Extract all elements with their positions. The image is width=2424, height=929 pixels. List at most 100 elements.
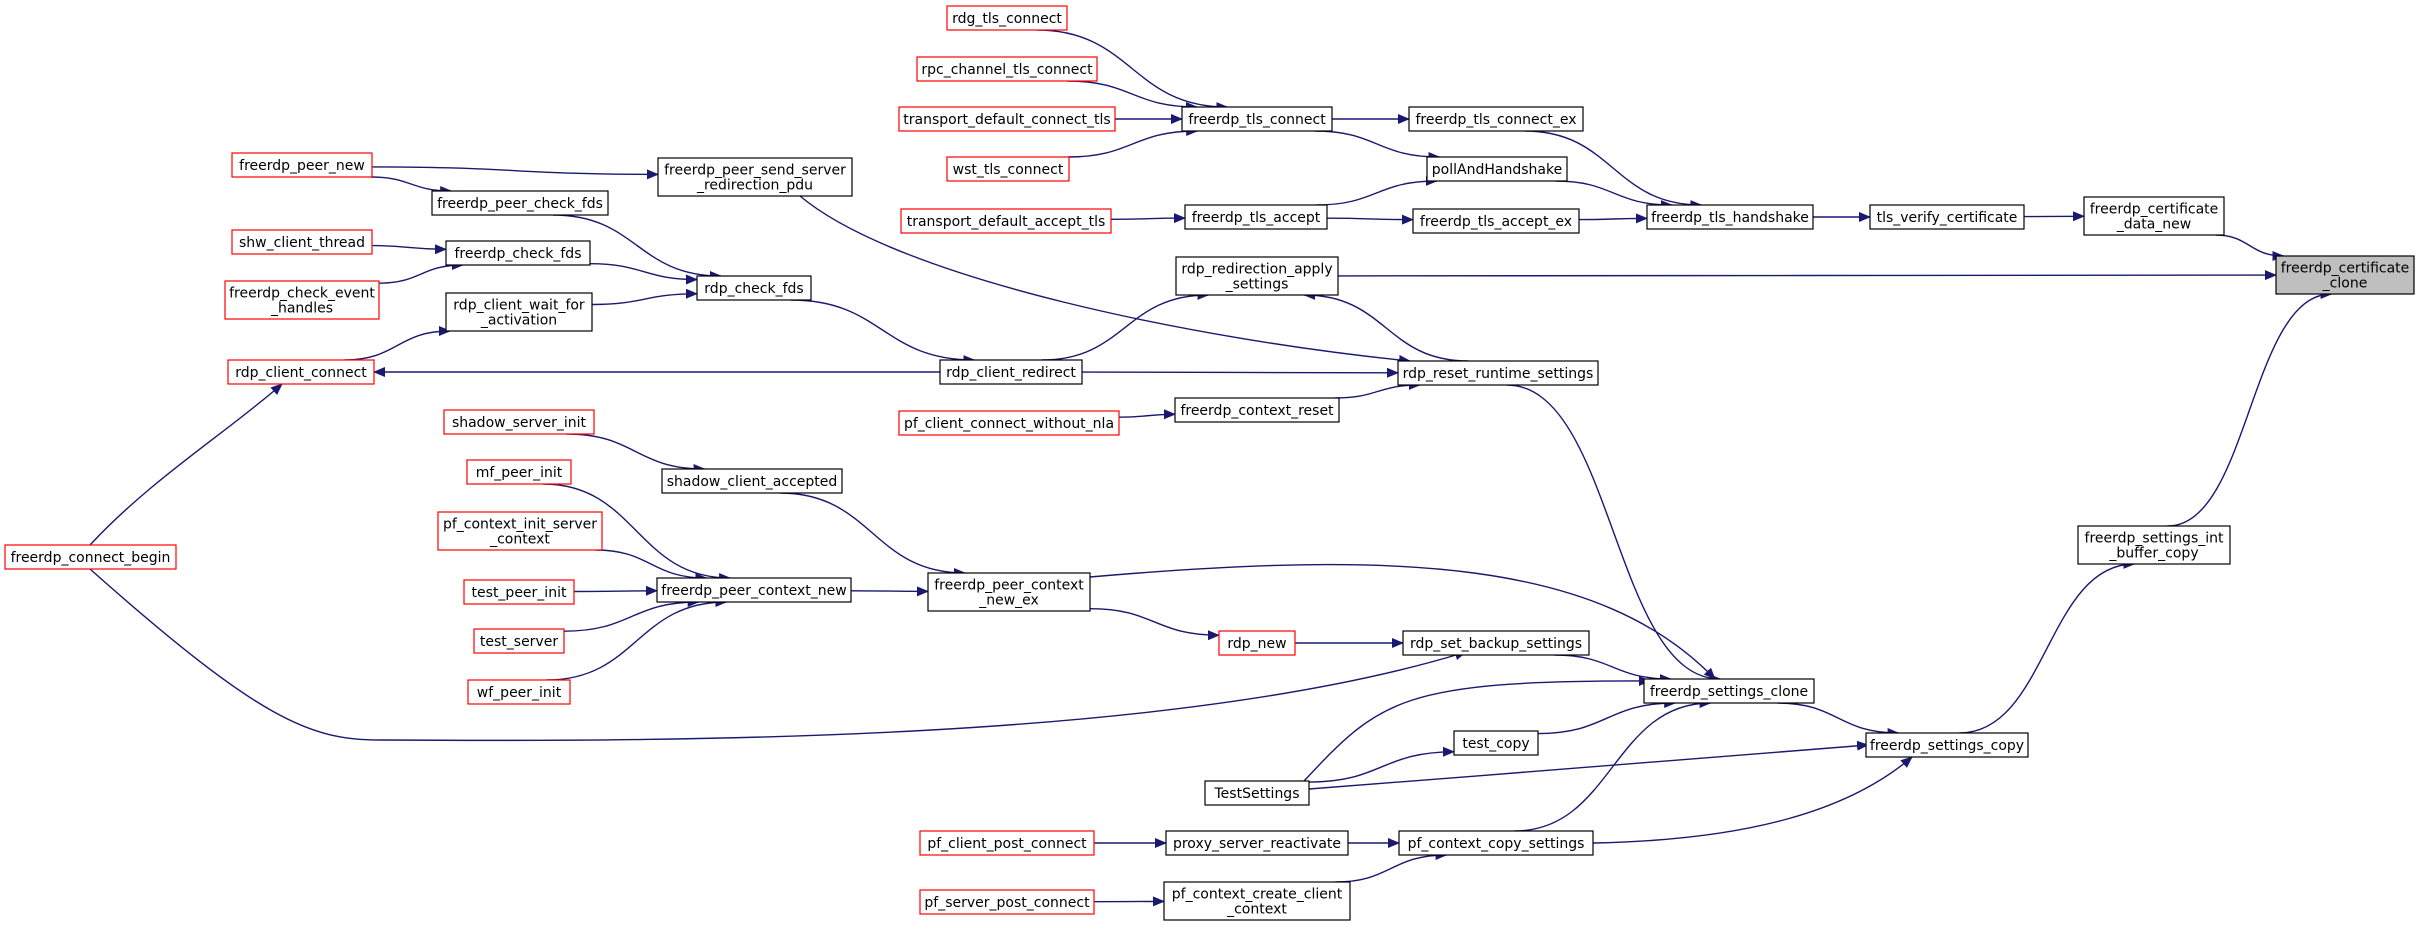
edge-arrow (1592, 756, 1913, 844)
node-box (939, 359, 1083, 385)
node-box (2083, 196, 2225, 236)
node-box (1869, 204, 2025, 230)
node-label: test_copy (1462, 736, 1529, 752)
node-box (1175, 256, 1339, 296)
edge-arrow (1303, 675, 1651, 782)
node-proxy-server-reactivate[interactable]: proxy_server_reactivate (1165, 830, 1349, 856)
node-rdp-redirection-apply-settings[interactable]: rdp_redirection_apply_settings (1175, 256, 1339, 296)
edge-pf-client-connect-without-nla-to-freerdp-context-reset (1118, 409, 1176, 420)
node-rdp-set-backup-settings[interactable]: rdp_set_backup_settings (1402, 630, 1590, 656)
node-freerdp-peer-context-new[interactable]: freerdp_peer_context_new (656, 577, 852, 603)
node-pf-context-create-client-context[interactable]: pf_context_create_client_context (1163, 881, 1351, 921)
node-rdp-check-fds[interactable]: rdp_check_fds (696, 275, 812, 301)
node-label: shw_client_thread (239, 235, 365, 251)
node-label: _clone (2322, 276, 2368, 292)
node-rdp-reset-runtime-settings[interactable]: rdp_reset_runtime_settings (1397, 360, 1599, 386)
node-label: freerdp_tls_handshake (1651, 210, 1809, 226)
edge-test-server-to-freerdp-peer-context-new (563, 597, 700, 632)
node-transport-default-accept-tls[interactable]: transport_default_accept_tls (900, 208, 1112, 234)
node-rdg-tls-connect[interactable]: rdg_tls_connect (946, 5, 1068, 31)
node-target[interactable]: freerdp_certificate_clone (2275, 255, 2415, 295)
node-cert-data-new[interactable]: freerdp_certificate_data_new (2083, 196, 2225, 236)
node-TestSettings[interactable]: TestSettings (1204, 780, 1310, 806)
node-label: _activation (480, 313, 557, 329)
node-shadow-server-init[interactable]: shadow_server_init (443, 409, 595, 435)
node-box (1181, 106, 1333, 132)
node-label: freerdp_check_fds (455, 246, 582, 262)
node-freerdp-check-event-handles[interactable]: freerdp_check_event_handles (224, 280, 380, 320)
node-rdp-client-connect[interactable]: rdp_client_connect (227, 359, 375, 385)
edge-freerdp-peer-context-new-to-freerdp-peer-context-new-ex (850, 586, 929, 597)
node-label: freerdp_settings_int (2085, 531, 2224, 547)
node-rdp-client-wait-for-activation[interactable]: rdp_client_wait_for_activation (445, 292, 593, 332)
node-label: freerdp_connect_begin (11, 550, 171, 566)
node-box (1646, 204, 1814, 230)
node-test-server[interactable]: test_server (473, 628, 565, 654)
node-mf-peer-init[interactable]: mf_peer_init (466, 459, 572, 485)
node-label: _redirection_pdu (696, 178, 813, 194)
node-freerdp-peer-context-new-ex[interactable]: freerdp_peer_context_new_ex (927, 572, 1091, 612)
node-label: freerdp_tls_connect (1188, 112, 1326, 128)
node-box (696, 275, 812, 301)
node-label: pf_context_init_server (443, 517, 597, 533)
edge-freerdp-peer-new-to-freerdp-peer-check-fds (370, 176, 453, 196)
node-box (473, 628, 565, 654)
edge-arrow (370, 176, 453, 196)
node-rdp-client-redirect[interactable]: rdp_client_redirect (939, 359, 1083, 385)
edge-arrow (2167, 289, 2333, 527)
node-freerdp-peer-check-fds[interactable]: freerdp_peer_check_fds (431, 190, 609, 216)
node-label: freerdp_check_event (229, 286, 375, 302)
node-transport-default-connect-tls[interactable]: transport_default_connect_tls (898, 106, 1116, 132)
node-freerdp-peer-send-server-redirection-pdu[interactable]: freerdp_peer_send_server_redirection_pdu (657, 157, 853, 197)
edge-rdp-reset-runtime-settings-to-freerdp-settings-clone (1506, 384, 1722, 684)
node-freerdp-tls-connect[interactable]: freerdp_tls_connect (1181, 106, 1333, 132)
edge-wst-tls-connect-to-freerdp-tls-connect (1067, 126, 1199, 158)
node-label: proxy_server_reactivate (1173, 836, 1341, 852)
node-pollAndHandshake[interactable]: pollAndHandshake (1426, 156, 1568, 182)
node-freerdp-tls-accept[interactable]: freerdp_tls_accept (1184, 204, 1328, 230)
node-freerdp-tls-handshake[interactable]: freerdp_tls_handshake (1646, 204, 1814, 230)
node-freerdp-connect-begin[interactable]: freerdp_connect_begin (4, 544, 177, 570)
node-freerdp-tls-connect-ex[interactable]: freerdp_tls_connect_ex (1408, 106, 1584, 132)
node-freerdp-settings-copy[interactable]: freerdp_settings_copy (1865, 732, 2029, 758)
node-box (443, 409, 595, 435)
node-test-copy[interactable]: test_copy (1453, 730, 1539, 756)
node-settings-int-buffer-copy[interactable]: freerdp_settings_int_buffer_copy (2077, 525, 2231, 565)
node-rpc-channel-tls-connect[interactable]: rpc_channel_tls_connect (916, 56, 1098, 82)
edge-freerdp-check-fds-to-rdp-check-fds (589, 263, 698, 285)
node-freerdp-tls-accept-ex[interactable]: freerdp_tls_accept_ex (1412, 208, 1580, 234)
node-test-peer-init[interactable]: test_peer_init (463, 579, 575, 605)
node-wst-tls-connect[interactable]: wst_tls_connect (946, 156, 1070, 182)
edge-freerdp-tls-accept-to-pollAndHandshake (1316, 176, 1438, 206)
node-pf-server-post-connect[interactable]: pf_server_post_connect (919, 889, 1095, 915)
node-shw-client-thread[interactable]: shw_client_thread (231, 229, 373, 255)
node-pf-client-post-connect[interactable]: pf_client_post_connect (919, 830, 1095, 856)
edge-arrow (1067, 126, 1199, 158)
node-freerdp-context-reset[interactable]: freerdp_context_reset (1174, 397, 1340, 423)
node-rdp-new[interactable]: rdp_new (1218, 630, 1296, 656)
node-box (227, 359, 375, 385)
node-freerdp-check-fds[interactable]: freerdp_check_fds (445, 240, 591, 266)
node-label: freerdp_peer_context (934, 578, 1084, 594)
node-label: freerdp_peer_context_new (661, 583, 846, 599)
node-wf-peer-init[interactable]: wf_peer_init (467, 679, 571, 705)
node-shadow-client-accepted[interactable]: shadow_client_accepted (661, 468, 843, 494)
node-box (919, 830, 1095, 856)
edge-freerdp-tls-accept-ex-to-freerdp-tls-handshake (1578, 213, 1648, 224)
node-pf-context-copy-settings[interactable]: pf_context_copy_settings (1398, 830, 1594, 856)
node-box (919, 889, 1095, 915)
edge-shadow-client-accepted-to-freerdp-peer-context-new-ex (779, 492, 966, 578)
node-freerdp-peer-new[interactable]: freerdp_peer_new (231, 152, 373, 178)
node-box (467, 679, 571, 705)
edge-arrow (546, 597, 728, 681)
node-label: transport_default_accept_tls (907, 214, 1106, 230)
edge-arrow (1089, 608, 1220, 641)
node-box (1408, 106, 1584, 132)
node-label: rdp_set_backup_settings (1410, 636, 1582, 652)
node-box (4, 544, 177, 570)
node-freerdp-settings-clone[interactable]: freerdp_settings_clone (1643, 678, 1815, 704)
node-pf-client-connect-without-nla[interactable]: pf_client_connect_without_nla (898, 410, 1120, 436)
node-pf-context-init-server-context[interactable]: pf_context_init_server_context (437, 511, 603, 551)
node-tls-verify-certificate[interactable]: tls_verify_certificate (1869, 204, 2025, 230)
node-label: pollAndHandshake (1432, 162, 1562, 178)
